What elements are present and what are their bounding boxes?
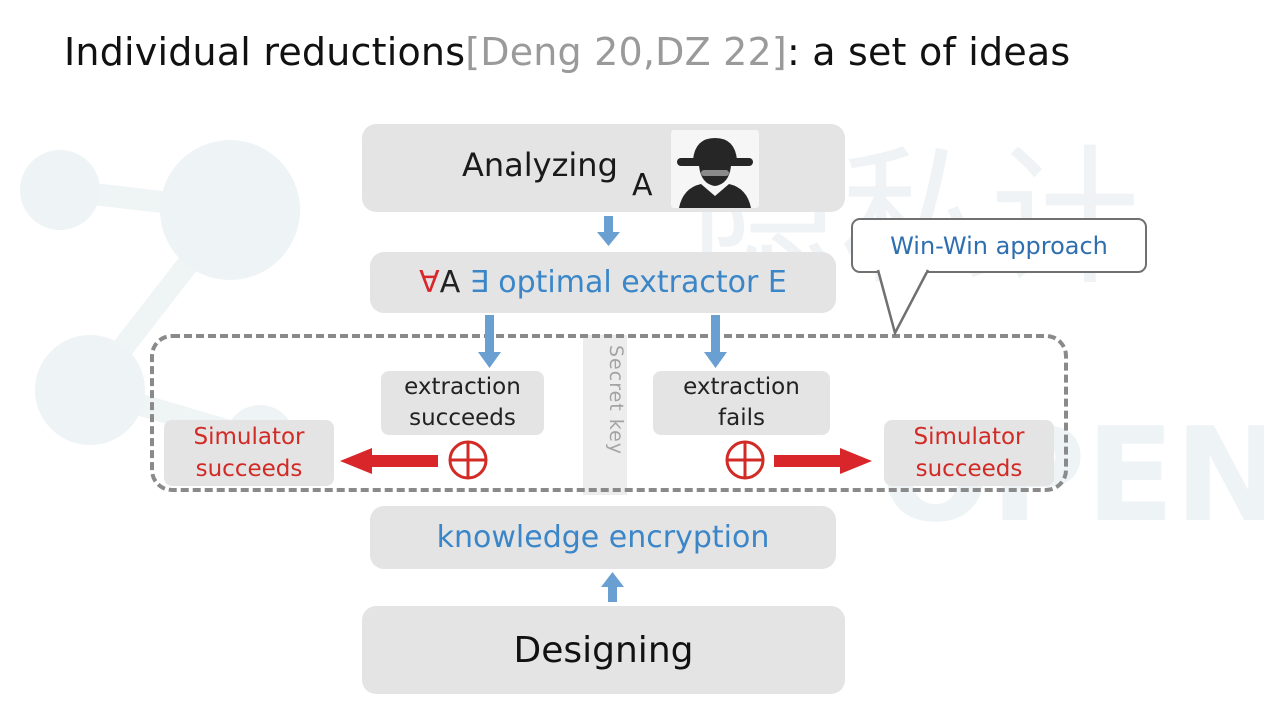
knowledge-encryption-box — [370, 506, 836, 569]
extractor-agent: A — [439, 265, 461, 300]
win-win-callout: Win-Win approach — [851, 218, 1147, 273]
spy-agent-icon — [671, 130, 759, 208]
analyzing-box — [362, 124, 845, 212]
extractor-text: ∃ optimal extractor E — [460, 265, 787, 300]
fails-line2: fails — [718, 405, 765, 431]
analyzing-label: Analyzing — [462, 146, 618, 184]
simulator-right-box: Simulator succeeds — [884, 420, 1054, 486]
extractor-box — [370, 252, 836, 313]
sim-left-line1: Simulator — [193, 424, 305, 450]
extractor-label: ∀A ∃ optimal extractor E — [370, 252, 836, 313]
fails-line1: extraction — [683, 374, 800, 400]
succeeds-line1: extraction — [404, 374, 521, 400]
red-arrow-left-icon — [340, 448, 438, 474]
up-arrow-icon — [601, 572, 624, 602]
down-arrow-icon — [478, 315, 501, 368]
analyzing-subscript: A — [632, 168, 653, 203]
slide-title: Individual reductions[Deng 20,DZ 22]: a … — [64, 30, 1070, 74]
title-main: Individual reductions — [64, 30, 466, 74]
callout-tail — [876, 268, 930, 337]
extraction-succeeds-box: extraction succeeds — [381, 371, 544, 435]
extraction-fails-box: extraction fails — [653, 371, 830, 435]
dashed-region — [150, 334, 1068, 492]
title-suffix: : a set of ideas — [786, 30, 1071, 74]
red-arrow-right-icon — [774, 448, 872, 474]
succeeds-line2: succeeds — [409, 405, 516, 431]
xor-circle-icon — [448, 440, 488, 480]
sim-left-line2: succeeds — [195, 456, 303, 482]
title-citation: [Deng 20,DZ 22] — [465, 30, 787, 74]
secret-key-column — [583, 335, 627, 495]
designing-box — [362, 606, 845, 694]
down-arrow-icon — [597, 216, 620, 246]
secret-key-label: Secret key — [605, 345, 627, 456]
designing-label: Designing — [513, 629, 694, 671]
down-arrow-icon — [704, 315, 727, 368]
simulator-left-box: Simulator succeeds — [164, 420, 334, 486]
knowledge-encryption-label: knowledge encryption — [436, 520, 770, 555]
sim-right-line2: succeeds — [915, 456, 1023, 482]
xor-circle-icon — [725, 440, 765, 480]
sim-right-line1: Simulator — [913, 424, 1025, 450]
forall-symbol: ∀ — [419, 265, 440, 300]
